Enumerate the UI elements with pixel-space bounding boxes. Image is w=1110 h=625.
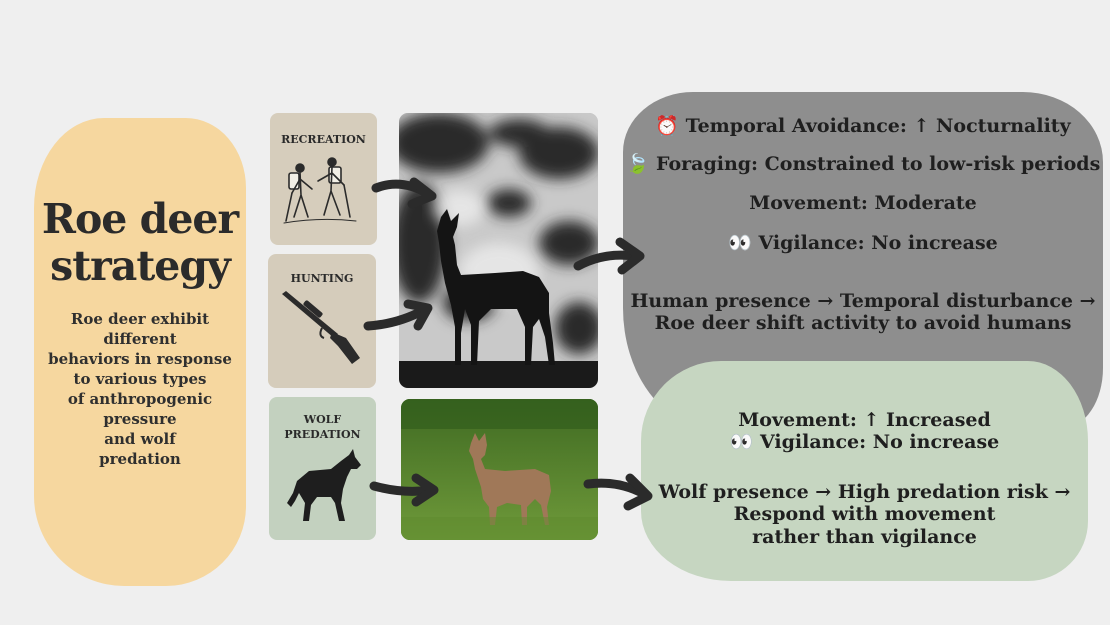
arrow-recreation-head — [412, 182, 432, 204]
